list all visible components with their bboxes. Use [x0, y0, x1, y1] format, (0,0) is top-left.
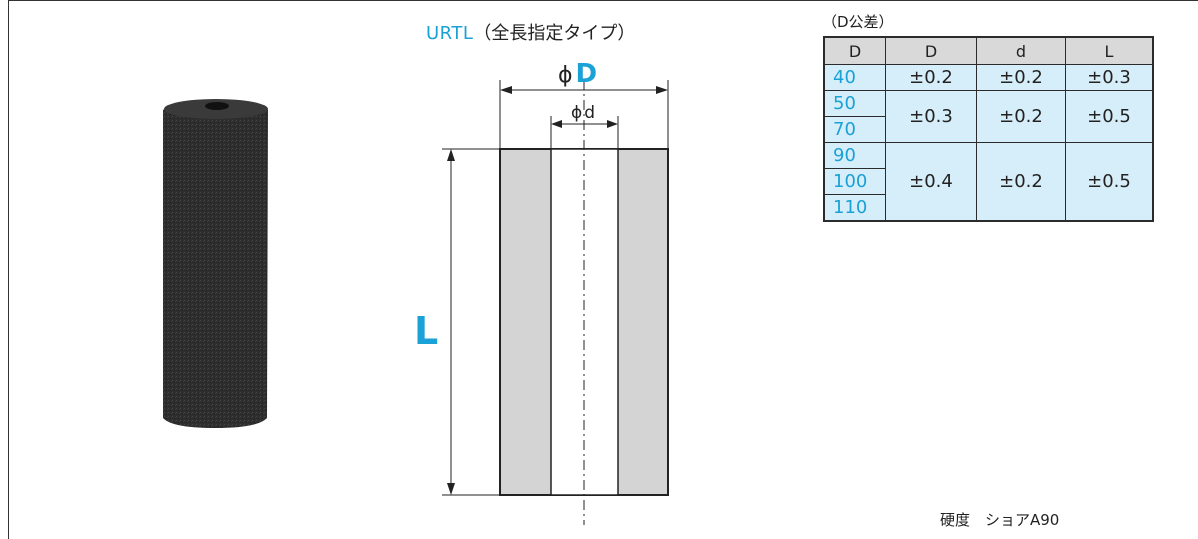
table-row: 110 [823, 194, 1153, 222]
tolerance-table: D D d L 40 ±0.2 ±0.2 ±0.3 50 ±0.3 ±0.2 ±… [823, 36, 1154, 222]
size-cell: 90 [823, 142, 886, 169]
table-row: 100 [823, 168, 1153, 195]
table-row: 90 ±0.4 ±0.2 ±0.5 [823, 142, 1154, 222]
tolerance-cell: ±0.2 [976, 90, 1066, 143]
header-cell: d [976, 36, 1066, 65]
tolerance-cell: ±0.3 [885, 90, 977, 143]
product-photo [163, 99, 268, 428]
product-code: URTL [426, 23, 474, 44]
size-cell: 100 [823, 168, 886, 195]
tolerance-cell: ±0.2 [976, 64, 1066, 91]
table-row: 40 ±0.2 ±0.2 ±0.3 [823, 64, 1154, 91]
page-title: URTL（全長指定タイプ） [426, 19, 635, 45]
table-row: 50 ±0.3 ±0.2 ±0.5 [823, 90, 1154, 143]
product-subtitle: （全長指定タイプ） [473, 23, 636, 44]
figure-frame [8, 0, 1198, 539]
tolerance-cell: ±0.2 [976, 142, 1066, 222]
size-cell: 70 [823, 116, 886, 143]
header-cell: D [885, 36, 977, 65]
size-cell: 110 [823, 194, 886, 222]
tolerance-cell: ±0.4 [885, 142, 977, 222]
tolerance-cell: ±0.2 [885, 64, 977, 91]
tolerance-cell: ±0.5 [1065, 142, 1154, 222]
tolerance-cell: ±0.5 [1065, 90, 1154, 143]
header-cell: L [1065, 36, 1154, 65]
tolerance-caption: （D公差） [822, 13, 894, 31]
hardness-note: 硬度 ショアA90 [940, 511, 1060, 529]
size-cell: 50 [823, 90, 886, 117]
header-cell: D [823, 36, 886, 65]
table-header-row: D D d L [823, 36, 1154, 65]
dimension-label-L: L [414, 309, 438, 353]
size-cell: 40 [823, 64, 886, 91]
tolerance-cell: ±0.3 [1065, 64, 1154, 91]
